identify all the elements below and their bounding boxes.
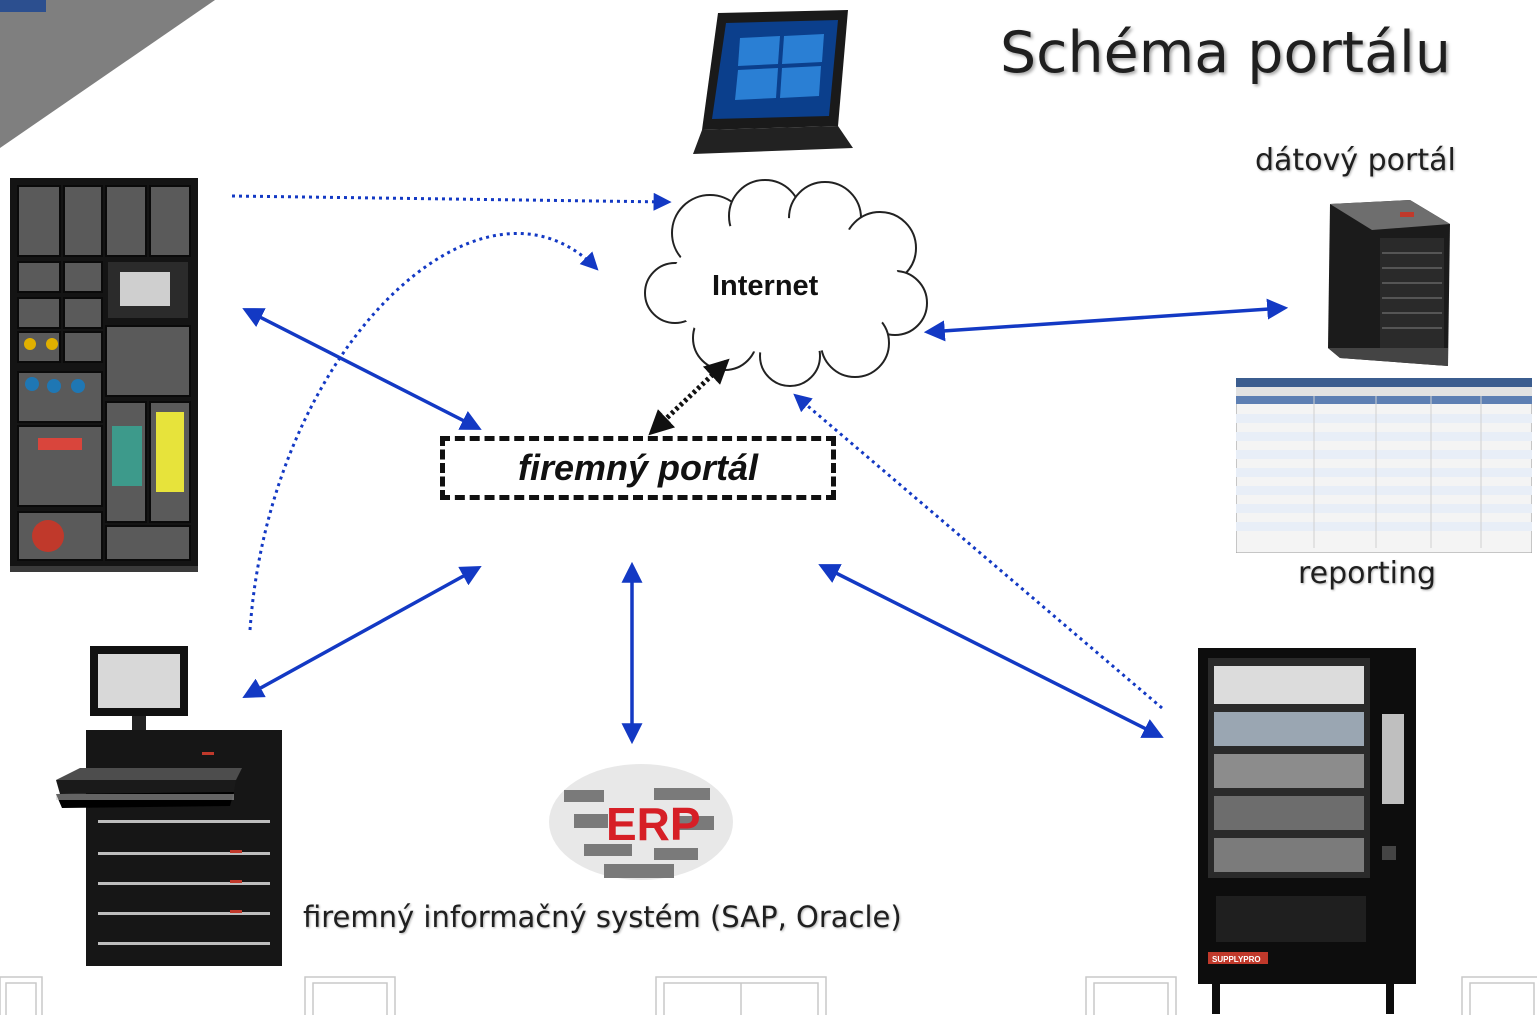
bottom-frames xyxy=(0,976,1537,1015)
dotted-arrow-drawer-internet xyxy=(248,232,599,631)
internet-label: Internet xyxy=(712,270,819,302)
report-table-icon xyxy=(1236,378,1532,553)
erp-word-cloud-icon: ERP xyxy=(549,764,733,880)
arrow-vending-portal xyxy=(818,564,1164,738)
erp-system-label: firemný informačný systém (SAP, Oracle) xyxy=(303,900,902,934)
dotted-arrow-internet-portal xyxy=(648,358,730,436)
monitor-icon xyxy=(693,10,853,154)
arrow-locker-portal xyxy=(242,308,482,430)
arrow-internet-server xyxy=(923,298,1289,342)
data-portal-label: dátový portál xyxy=(1255,143,1456,178)
server-icon xyxy=(1328,200,1450,366)
dotted-arrow-vending-internet xyxy=(793,393,1163,710)
erp-word-label: ERP xyxy=(606,798,701,850)
reporting-label: reporting xyxy=(1298,556,1437,591)
company-portal-box: firemný portál xyxy=(440,436,836,500)
vending-machine-icon: SUPPLYPRO xyxy=(1198,648,1416,1014)
arrow-drawer-portal xyxy=(242,565,482,699)
vending-brand-label: SUPPLYPRO xyxy=(1212,955,1261,964)
locker-cabinet-icon xyxy=(10,178,198,572)
drawer-cabinet-icon xyxy=(56,646,282,966)
cloud-icon xyxy=(644,179,928,387)
company-portal-label: firemný portál xyxy=(517,447,759,488)
corner-banner xyxy=(0,0,215,148)
page-title: Schéma portálu xyxy=(1000,20,1452,86)
dotted-arrow-locker-internet xyxy=(231,192,672,211)
